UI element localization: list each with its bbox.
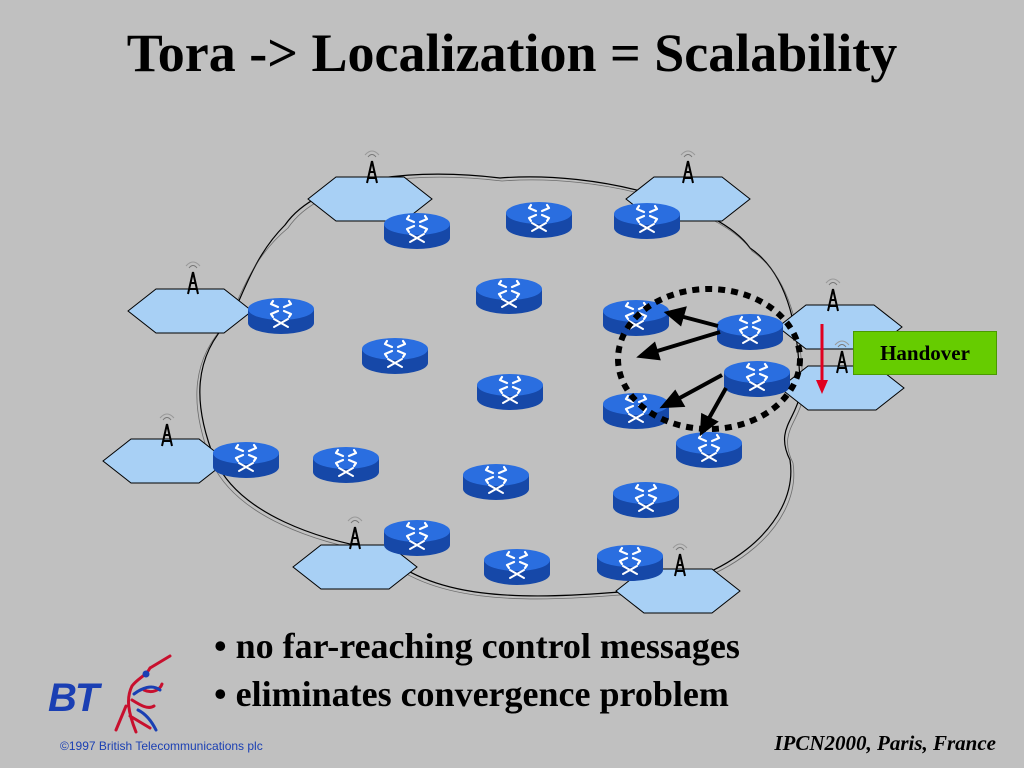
router-icon bbox=[611, 480, 681, 520]
router-icon bbox=[722, 359, 792, 399]
router-icon bbox=[246, 296, 316, 336]
router-icon bbox=[475, 372, 545, 412]
update-arrows bbox=[636, 306, 728, 437]
router-icon bbox=[715, 312, 785, 352]
network-cloud bbox=[199, 173, 801, 597]
router-icon bbox=[504, 200, 574, 240]
cell-left-upper bbox=[127, 261, 253, 334]
router-icon bbox=[311, 445, 381, 485]
router-icon bbox=[382, 211, 452, 251]
bt-piper-logo-icon bbox=[114, 654, 172, 734]
router-icon bbox=[482, 547, 552, 587]
handover-arrow bbox=[816, 324, 828, 394]
router-icon bbox=[382, 518, 452, 558]
handover-label: Handover bbox=[853, 331, 997, 375]
cell-top-left bbox=[307, 150, 433, 222]
slide-title: Tora -> Localization = Scalability bbox=[126, 23, 898, 83]
localization-region bbox=[615, 286, 803, 432]
router-icon bbox=[211, 440, 281, 480]
router-icon bbox=[674, 430, 744, 470]
router-icon bbox=[612, 201, 682, 241]
copyright-notice: ©1997 British Telecommunications plc bbox=[60, 739, 263, 753]
bullet-list: • no far-reaching control messages • eli… bbox=[214, 622, 740, 718]
bullet-item: • eliminates convergence problem bbox=[214, 674, 729, 714]
bt-logo-text: BT bbox=[48, 676, 99, 720]
bullet-item: • no far-reaching control messages bbox=[214, 626, 740, 666]
router-icon bbox=[595, 543, 665, 583]
router-icon bbox=[474, 276, 544, 316]
router-icon bbox=[360, 336, 430, 376]
cell-left-lower bbox=[102, 413, 228, 484]
router-icon bbox=[461, 462, 531, 502]
conference-footer: IPCN2000, Paris, France bbox=[774, 731, 996, 755]
